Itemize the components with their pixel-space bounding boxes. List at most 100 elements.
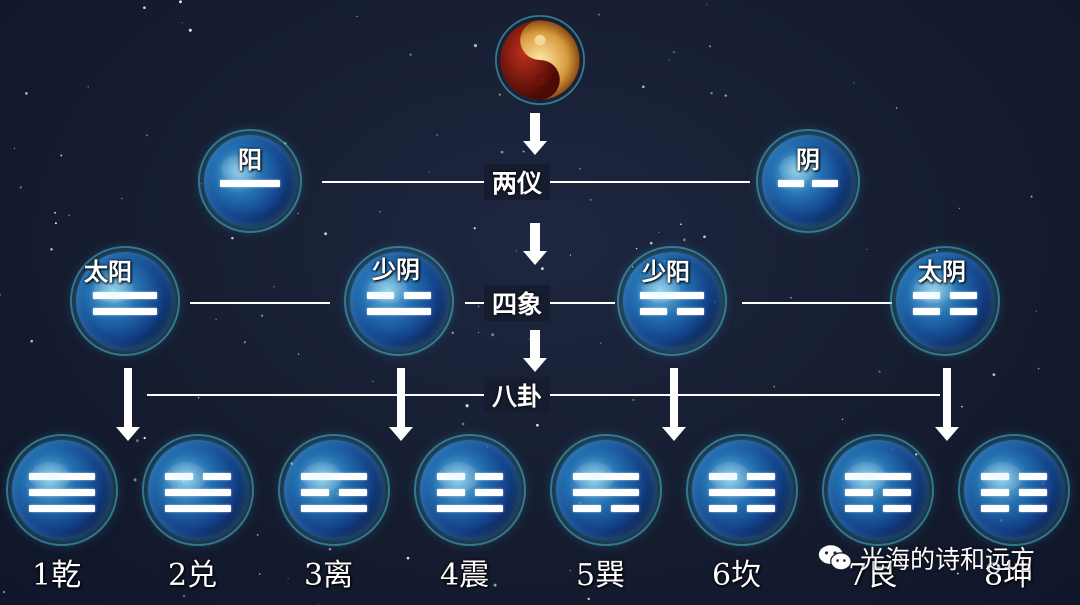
star	[672, 51, 675, 54]
star	[958, 207, 961, 210]
star	[635, 247, 638, 250]
arrow-taiji-to-liangyi	[523, 113, 547, 155]
star	[372, 380, 374, 382]
level-label-liangyi: 两仪	[484, 164, 551, 200]
level-label-bagua: 八卦	[484, 377, 551, 413]
node-bagua-2	[142, 434, 254, 546]
star	[515, 250, 517, 252]
star	[30, 339, 33, 343]
star	[406, 556, 410, 560]
star	[578, 167, 581, 170]
drop-arrow-shaft-4	[943, 368, 951, 428]
arrow-sixiang-to-bagua	[523, 330, 547, 372]
star	[1035, 310, 1037, 312]
trigram-lines	[148, 440, 248, 540]
star	[19, 186, 22, 189]
drop-arrow-head-4	[935, 427, 959, 441]
yin-line-segment	[1018, 505, 1047, 512]
star	[590, 199, 592, 201]
yang-line	[301, 473, 367, 480]
node-liangyi-yin	[756, 129, 860, 233]
node-sixiang-shaoyang	[617, 246, 727, 356]
gua-label-7: 7艮	[848, 558, 898, 593]
star	[853, 82, 855, 84]
node-label-shaoyang: 少阳	[642, 258, 690, 286]
star	[703, 235, 706, 239]
yang-line	[301, 505, 367, 512]
star	[143, 436, 146, 440]
watermark: 光海的诗和远方	[818, 540, 1035, 576]
star	[491, 333, 495, 337]
star	[569, 570, 571, 572]
star	[895, 107, 898, 109]
node-label-taiyin: 太阴	[918, 258, 966, 286]
star	[328, 548, 332, 551]
yang-line	[573, 489, 639, 496]
node-sixiang-shaoyin	[344, 246, 454, 356]
gua-label-3: 3离	[304, 558, 354, 593]
star	[478, 305, 480, 307]
node-bagua-1	[6, 434, 118, 546]
star	[598, 13, 600, 16]
star	[356, 16, 358, 18]
node-label-shaoyin: 少阴	[372, 256, 420, 284]
yin-line-segment	[746, 505, 775, 512]
yin-line-segment	[949, 291, 978, 299]
yang-line	[29, 473, 95, 480]
star	[54, 211, 56, 214]
yang-line	[437, 505, 503, 512]
yang-line	[639, 291, 705, 299]
star	[600, 342, 602, 344]
yin-line-segment	[165, 473, 194, 480]
trigram-lines	[828, 440, 928, 540]
star	[60, 154, 63, 157]
yang-line	[29, 505, 95, 512]
yin-line-segment	[403, 291, 432, 299]
gua-label-6: 6坎	[712, 558, 762, 593]
gua-label-1: 1乾	[32, 558, 82, 593]
yang-line	[165, 505, 231, 512]
star	[710, 91, 713, 95]
star	[587, 597, 590, 601]
star	[13, 147, 16, 150]
star	[379, 211, 381, 213]
connector-sixiang-left	[190, 302, 330, 304]
gua-label-4: 4震	[440, 558, 490, 593]
star	[143, 6, 146, 10]
star	[2, 590, 6, 594]
node-sixiang-taiyang	[70, 246, 180, 356]
star	[498, 93, 501, 96]
star	[540, 267, 544, 271]
star	[179, 0, 182, 4]
watermark-text: 光海的诗和远方	[860, 545, 1036, 574]
yin-line-segment	[845, 505, 874, 512]
yin-line-segment	[474, 489, 503, 496]
star	[706, 4, 708, 6]
yang-line	[845, 473, 911, 480]
yin-line-segment	[366, 291, 395, 299]
star	[258, 573, 261, 575]
trigram-lines	[556, 440, 656, 540]
yin-line-segment	[709, 473, 738, 480]
star	[649, 241, 653, 245]
star	[215, 318, 217, 321]
yin-line-segment	[981, 489, 1010, 496]
trigram-lines	[284, 440, 384, 540]
drop-arrow-head-3	[662, 427, 686, 441]
drop-arrow-head-1	[116, 427, 140, 441]
arrow-liangyi-to-sixiang	[523, 223, 547, 265]
star	[297, 353, 300, 355]
node-label-taiyang: 太阳	[84, 258, 132, 286]
star	[658, 231, 660, 234]
star	[297, 212, 300, 215]
yang-line	[92, 291, 158, 299]
star	[436, 134, 439, 136]
yin-line-segment	[437, 473, 466, 480]
star	[536, 423, 539, 427]
star	[642, 85, 645, 88]
star	[682, 238, 686, 242]
yin-line-segment	[777, 179, 804, 187]
star	[866, 248, 868, 250]
star	[188, 28, 192, 32]
star	[231, 236, 234, 240]
